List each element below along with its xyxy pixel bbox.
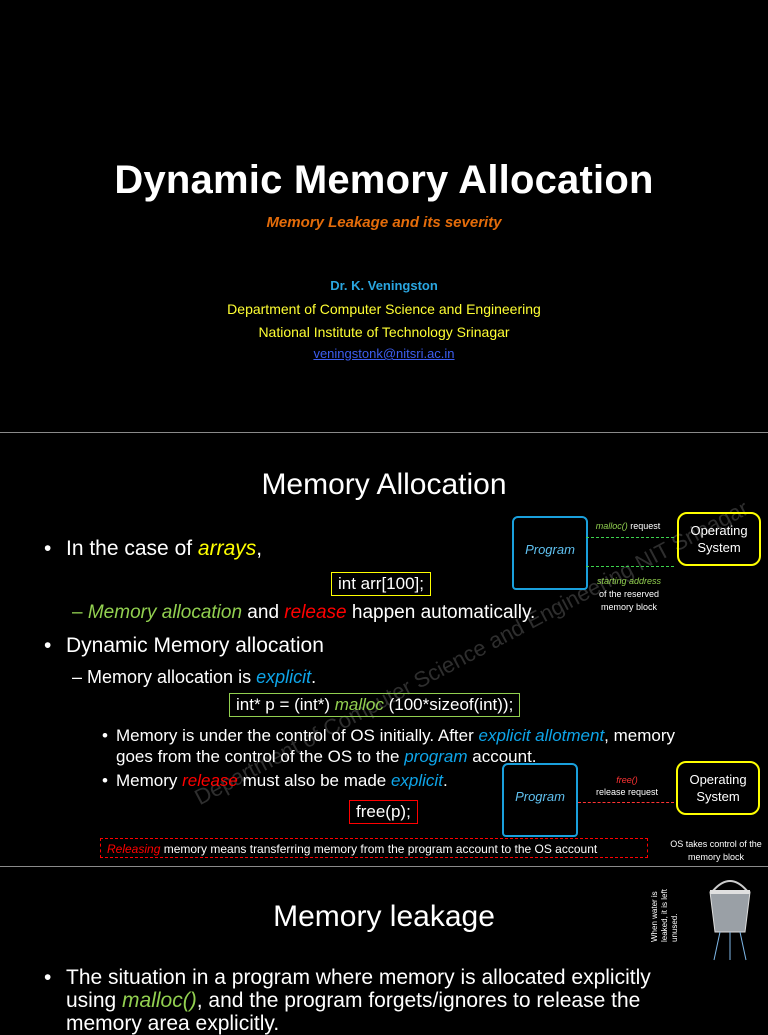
text: goes from the control of the OS to the [116,747,405,766]
program-label: Program [515,789,565,804]
reply-line-2: of the reserved [598,589,660,599]
text: , memory [604,726,676,745]
text: happen automatically. [346,602,536,623]
allotment-emphasis: explicit allotment [478,726,605,745]
os-label-2: System [697,540,741,555]
text: and [242,602,285,623]
slide1-email-link[interactable]: veningstonk@nitsri.ac.in [313,346,455,361]
malloc-emphasis: malloc() [122,989,197,1012]
bullet-dot: • [102,726,108,745]
text: . [311,667,317,687]
reply-line-1: starting address [596,576,662,586]
bullet-dot: • [102,771,108,790]
sub-control: • Memory is under the control of OS initi… [102,725,712,767]
slide3-title: Memory leakage [273,900,495,933]
leaking-bucket-icon [700,872,760,962]
code-free-box: free(p); [349,800,418,824]
bullet-arrays: • In the case of arrays, [44,537,262,561]
release-note: Releasing memory means transferring memo… [100,838,648,858]
text: using [66,989,123,1012]
os-label-1: Operating [690,523,748,538]
code-array-box: int arr[100]; [331,572,431,596]
releasing-emphasis: Releasing [107,842,161,856]
leak-side-note: When water is leaked, it is left unused. [650,889,679,942]
text: (100*sizeof(int)); [383,695,514,714]
bullet-dot: • [44,537,52,560]
request-arrow [586,537,674,538]
program-emphasis: program [404,747,468,766]
caption-line-1: OS takes control of the [670,839,762,849]
text: Dynamic Memory allocation [66,634,324,657]
bullet-dynamic: • Dynamic Memory allocation [44,634,324,658]
text: int* p = (int*) [236,695,335,714]
program-label: Program [525,542,575,557]
text: must also be made [237,771,391,790]
slide2-title: Memory Allocation [261,468,507,501]
leak-definition: • The situation in a program where memory… [44,966,764,1035]
reply-label: starting address of the reserved memory … [588,575,670,614]
program-scroll: Program [512,516,588,590]
release-emphasis: release [182,771,238,790]
text: . [442,771,448,790]
explicit-emphasis: explicit [256,667,312,687]
arrays-emphasis: arrays [197,537,257,560]
program-scroll: Program [502,763,578,837]
text: , [256,537,263,560]
text: Memory [116,771,183,790]
os-label-1: Operating [689,772,747,787]
text: The situation in a program where memory … [66,966,651,989]
text: – Memory allocation is [72,667,257,687]
sub-explicit: – Memory allocation is explicit. [72,667,316,688]
reply-arrow [586,566,674,567]
caption-line-2: memory block [687,852,744,862]
text: Memory is under the control of OS initia… [116,726,479,745]
free-fn: free() [616,775,638,785]
os-caption: OS takes control of the memory block [664,838,768,864]
sub-auto-alloc: – Memory allocation and release happen a… [72,602,535,624]
malloc-fn: malloc() [595,521,628,531]
os-label-2: System [696,789,740,804]
bullet-dot: • [44,634,52,657]
release-emphasis: release [284,602,347,623]
dash: – [72,602,88,623]
slide-divider [0,866,768,867]
slide1-department: Department of Computer Science and Engin… [227,301,541,317]
slide1-subtitle: Memory Leakage and its severity [266,214,502,231]
free-request-label: free() release request [584,774,670,798]
text: , and the program forgets/ignores to rel… [196,989,641,1012]
text: request [627,521,661,531]
malloc-emphasis: malloc [334,695,384,714]
text: In the case of [66,537,198,560]
alloc-emphasis: Memory allocation [87,602,243,623]
slide1-title: Dynamic Memory Allocation [114,158,654,202]
malloc-request-label: malloc() request [588,521,668,531]
sub-release: • Memory release must also be made explic… [102,771,448,791]
text: release request [595,787,659,797]
text: memory means transferring memory from th… [160,842,598,856]
reply-line-3: memory block [600,602,657,612]
text: account. [467,747,537,766]
slide1-institute: National Institute of Technology Srinaga… [258,324,510,340]
code-malloc-box: int* p = (int*) malloc (100*sizeof(int))… [229,693,521,717]
bullet-dot: • [44,966,52,989]
release-arrow [578,802,674,803]
explicit-emphasis: explicit [390,771,443,790]
slide1-author: Dr. K. Veningston [330,278,438,293]
slide-divider [0,432,768,433]
